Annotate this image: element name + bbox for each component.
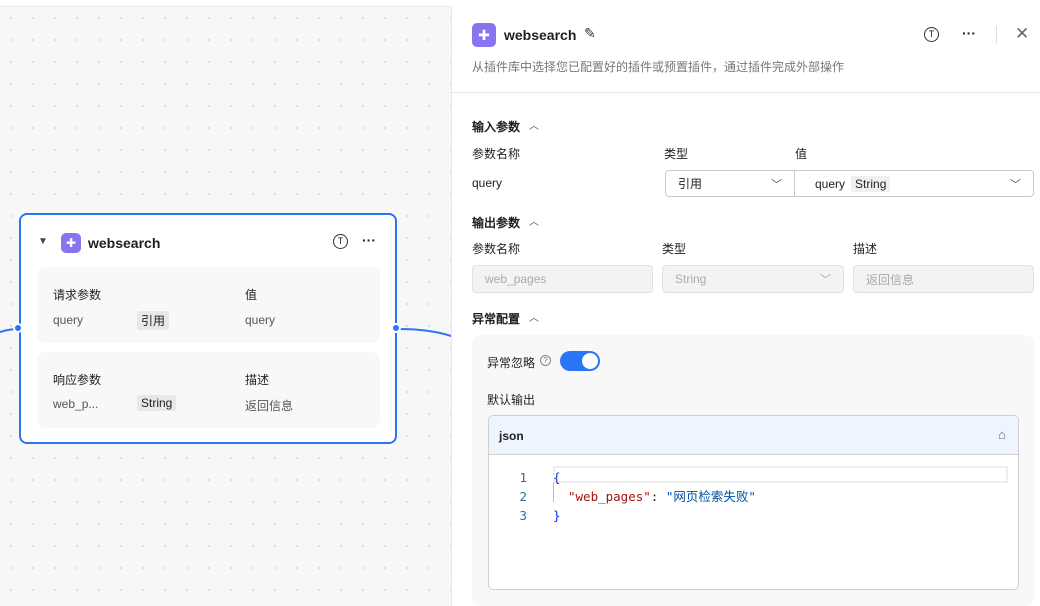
help-icon[interactable]: ? [540,355,551,366]
param-name: web_p... [53,397,99,411]
line-number: 2 [519,489,527,504]
clear-broom-icon[interactable]: ⌂ [998,427,1006,442]
code-brace: { [553,470,561,485]
code-brace: } [553,508,561,523]
chevron-down-icon: ﹀ [820,274,831,286]
line-numbers: 1 2 3 [517,468,527,525]
response-header: 响应参数 [53,373,102,387]
divider [452,92,1040,93]
param-type-tag: String [137,395,177,411]
chevron-up-icon[interactable]: ︿ [529,217,539,228]
input-handle[interactable] [13,323,23,333]
panel-description: 从插件库中选择您已配置好的插件或预置插件，通过插件完成外部操作 [472,60,845,74]
code-key: "web_pages" [568,489,651,504]
output-handle[interactable] [391,323,401,333]
output-desc-placeholder: 返回信息 [866,272,915,287]
value-type-tag: String [851,175,891,192]
plugin-icon: ✚ [472,23,496,47]
type-select[interactable]: 引用 ﹀ [665,170,795,197]
col-name: 参数名称 [472,242,521,256]
plugin-icon: ✚ [61,233,81,253]
toggle-knob [582,353,598,369]
more-icon[interactable]: ··· [962,25,976,41]
code-value: "网页检索失败" [665,489,756,504]
value-select[interactable]: query String ﹀ [794,170,1034,197]
chevron-down-icon: ﹀ [771,178,782,191]
edit-pencil-icon[interactable]: ✎ [584,25,596,41]
request-params-card: 请求参数 值 query 引用 query [37,267,380,343]
json-editor[interactable]: json ⌂ 1 2 3 { "web_pages": "网页检索失败"} [488,415,1019,590]
default-output-label: 默认输出 [487,393,536,407]
type-select-value: 引用 [678,177,703,191]
current-line-highlight [553,466,1008,483]
col-value: 值 [795,147,808,161]
value-header: 值 [245,288,258,302]
code-content[interactable]: { "web_pages": "网页检索失败"} [553,468,1003,525]
ignore-label: 异常忽略 [487,356,536,370]
exception-section-title[interactable]: 异常配置 [472,312,521,326]
col-type: 类型 [662,242,687,256]
col-name: 参数名称 [472,147,521,161]
editor-language: json [499,429,524,443]
line-number: 3 [519,508,527,523]
code-colon: : [650,489,666,504]
output-type-select[interactable]: String ﹀ [662,265,844,293]
col-desc: 描述 [853,242,878,256]
param-value: query [245,313,276,327]
param-name: query [53,313,84,327]
indent-guide [553,482,554,502]
editor-header: json ⌂ [489,416,1018,455]
websearch-node[interactable]: ▼ ✚ websearch T ··· 请求参数 值 query 引用 quer… [13,213,401,444]
divider [996,26,997,44]
ignore-toggle[interactable] [560,351,600,371]
test-run-icon[interactable]: T [333,234,348,249]
output-section-title[interactable]: 输出参数 [472,216,521,230]
desc-header: 描述 [245,373,270,387]
output-name-value: web_pages [485,272,547,286]
close-icon[interactable]: ✕ [1015,24,1030,43]
collapse-triangle-icon[interactable]: ▼ [38,236,48,247]
response-params-card: 响应参数 描述 web_p... String 返回信息 [37,352,380,428]
output-name-field[interactable]: web_pages [472,265,653,293]
col-type: 类型 [664,147,689,161]
node-config-panel: ✚ websearch ✎ T ··· ✕ 从插件库中选择您已配置好的插件或预置… [451,6,1040,606]
param-type-tag: 引用 [137,311,170,330]
line-number: 1 [519,470,527,485]
input-section-title[interactable]: 输入参数 [472,120,521,134]
more-icon[interactable]: ··· [362,232,376,248]
value-ref-name: query [815,176,846,191]
param-desc: 返回信息 [245,399,294,413]
input-param-name: query [472,176,503,190]
output-desc-field[interactable]: 返回信息 [853,265,1034,293]
chevron-up-icon[interactable]: ︿ [529,121,539,132]
test-run-icon[interactable]: T [924,27,939,42]
node-title: websearch [88,235,161,251]
exception-config-box: 异常忽略 ? 默认输出 json ⌂ 1 2 3 { "web_pages": "网页… [472,335,1034,606]
panel-title: websearch [504,27,577,43]
output-type-value: String [675,272,707,286]
request-header: 请求参数 [53,288,102,302]
chevron-down-icon: ﹀ [1010,178,1021,191]
chevron-up-icon[interactable]: ︿ [529,313,539,324]
